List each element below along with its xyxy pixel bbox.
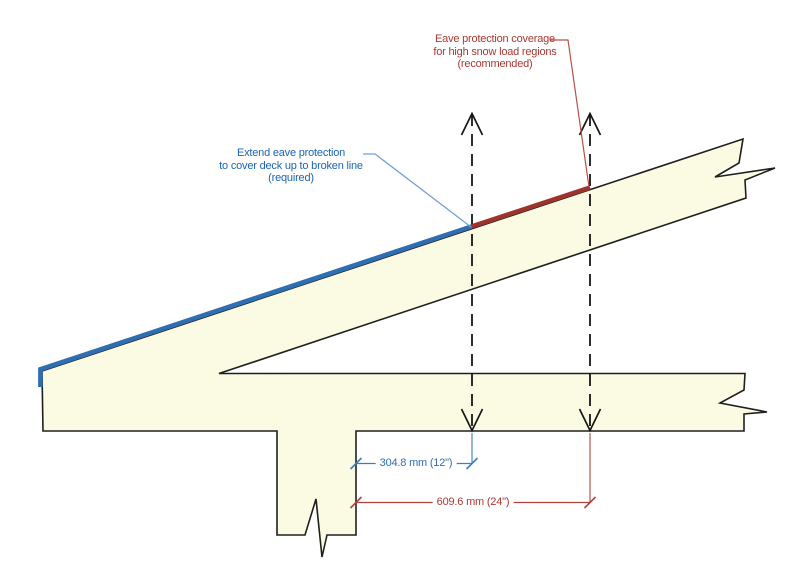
annotation-line: (required): [268, 172, 314, 185]
arrow-up-icon: [578, 111, 602, 136]
annotation-line: (recommended): [457, 58, 533, 71]
required-annotation: Extend eave protection to cover deck up …: [196, 147, 386, 185]
arrow-down-icon: [460, 408, 484, 433]
annotation-line: Extend eave protection: [236, 147, 346, 159]
annotation-line: Eave protection coverage: [435, 33, 555, 45]
structure-section: [41, 137, 776, 558]
annotation-line: to cover deck up to broken line: [219, 159, 363, 172]
annotation-line: for high snow load regions: [433, 45, 557, 58]
required-leader-line: [363, 153, 472, 228]
arrow-down-icon: [578, 408, 602, 433]
dimension-tick: [583, 496, 597, 509]
required-protection-line: [38, 224, 473, 387]
dimension-label-12in: 304.8 mm (12"): [375, 457, 457, 470]
dimension-tick: [465, 457, 479, 470]
recommended-leader-line: [550, 39, 590, 188]
dimension-tick: [349, 496, 363, 509]
dimension-tick: [349, 457, 363, 470]
dimension-label-24in: 609.6 mm (24"): [432, 496, 514, 509]
recommended-protection-line: [470, 185, 591, 229]
recommended-annotation: Eave protection coverage for high snow l…: [400, 33, 590, 71]
arrow-up-icon: [460, 111, 484, 136]
